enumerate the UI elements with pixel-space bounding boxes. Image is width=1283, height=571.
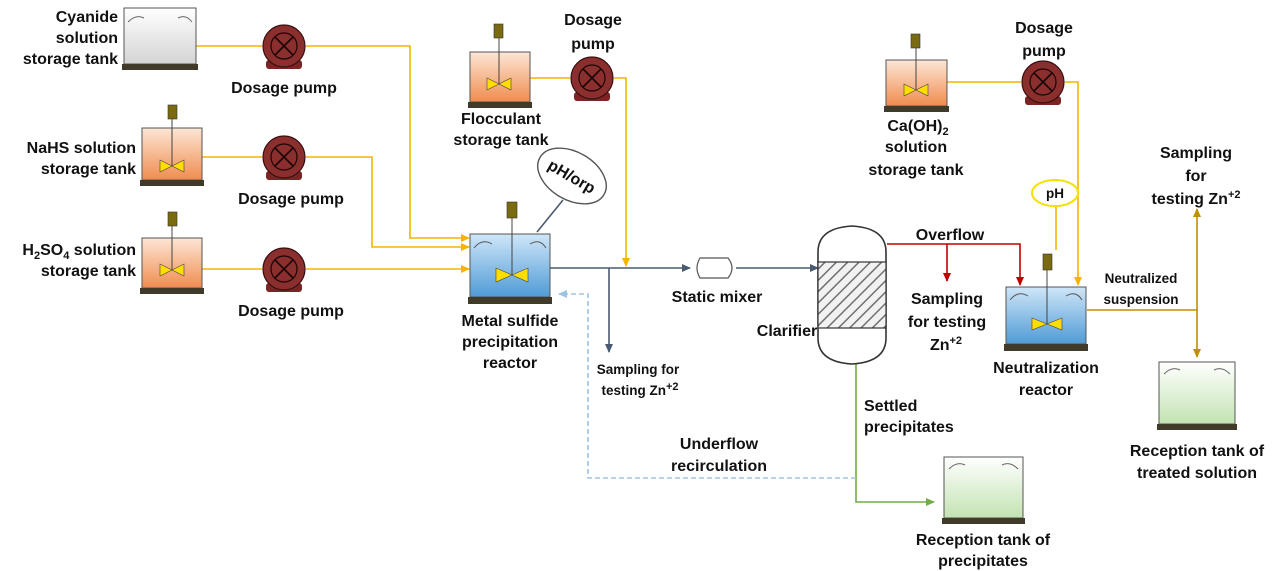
sampling-3-label-3: testing Zn+2 xyxy=(1152,189,1241,208)
flow-lines xyxy=(196,45,1201,506)
h2so4-tank-label-1: H2SO4 solution xyxy=(22,242,136,262)
caoh2-tank-label-1: Ca(OH)2 xyxy=(887,118,948,138)
caoh2-storage-tank xyxy=(884,33,949,112)
dosage-pump-h2so4 xyxy=(262,247,306,292)
ph-orp-connector xyxy=(536,199,564,233)
dosage-pump-flocculant xyxy=(570,56,614,101)
reception-tank-precipitates xyxy=(942,456,1025,524)
neutralized-suspension-label-2: suspension xyxy=(1103,292,1178,307)
neutralized-suspension-label-1: Neutralized xyxy=(1105,271,1178,286)
metal-reactor-label-2: precipitation xyxy=(462,334,558,351)
cyanide-storage-tank xyxy=(122,7,198,70)
static-mixer xyxy=(696,257,733,279)
underflow-label-1: Underflow xyxy=(680,436,759,453)
reception-tank-treated xyxy=(1157,361,1237,430)
nahs-flow-line xyxy=(202,156,469,247)
clarifier-label: Clarifier xyxy=(757,323,817,340)
flocculant-storage-tank xyxy=(468,23,532,108)
h2so4-storage-tank xyxy=(140,211,204,294)
caoh2-tank-label-2: solution xyxy=(885,139,947,156)
underflow-label-2: recirculation xyxy=(671,458,767,475)
cyanide-tank-label-1: Cyanide xyxy=(56,9,118,26)
ph-orp-sensor xyxy=(537,147,607,205)
caoh2-flow-line xyxy=(947,81,1078,285)
metal-reactor-label-3: reactor xyxy=(483,355,537,372)
dosage-pump-label-1: Dosage pump xyxy=(231,80,337,97)
dosage-pump-ca-label-2: pump xyxy=(1022,43,1066,60)
dosage-pump-floc-label-1: Dosage xyxy=(564,12,622,29)
dosage-pump-label-3: Dosage pump xyxy=(238,303,344,320)
sampling-2-label-2: for testing xyxy=(908,314,986,331)
nahs-tank-label-1: NaHS solution xyxy=(27,140,136,157)
settled-precipitates-label-2: precipitates xyxy=(864,419,954,436)
dosage-pump-floc-label-2: pump xyxy=(571,36,615,53)
cyanide-flow-line xyxy=(196,45,469,238)
metal-sulfide-reactor xyxy=(468,201,552,304)
neutralization-reactor-label-2: reactor xyxy=(1019,382,1073,399)
static-mixer-label: Static mixer xyxy=(672,289,763,306)
settled-precipitates-label-1: Settled xyxy=(864,398,917,415)
dosage-pump-cyanide xyxy=(262,24,306,69)
h2so4-tank-label-2: storage tank xyxy=(41,263,136,280)
underflow-recirculation-line xyxy=(558,290,856,479)
overflow-label: Overflow xyxy=(916,227,985,244)
reception-precipitates-label-1: Reception tank of xyxy=(916,532,1051,549)
reception-treated-label-1: Reception tank of xyxy=(1130,443,1265,460)
reception-treated-label-2: treated solution xyxy=(1137,465,1257,482)
dosage-pump-label-2: Dosage pump xyxy=(238,191,344,208)
sampling-1-label-2: testing Zn+2 xyxy=(601,381,678,398)
reception-precipitates-label-2: precipitates xyxy=(938,553,1028,570)
nahs-storage-tank xyxy=(140,104,204,186)
neutralization-reactor-label-1: Neutralization xyxy=(993,360,1099,377)
sampling-1-label-1: Sampling for xyxy=(597,362,680,377)
neutralization-reactor xyxy=(1004,253,1088,351)
ph-sensor xyxy=(1031,179,1079,207)
neutralized-suspension-line xyxy=(1087,309,1201,358)
ph-label: pH xyxy=(1046,186,1064,201)
dosage-pump-nahs xyxy=(262,135,306,180)
flocculant-tank-label-1: Flocculant xyxy=(461,111,542,128)
sampling-2-label-3: Zn+2 xyxy=(930,335,962,354)
flocculant-flow-line xyxy=(530,77,626,266)
dosage-pump-ca-label-1: Dosage xyxy=(1015,20,1073,37)
sampling-3-label-2: for xyxy=(1185,168,1206,185)
flocculant-tank-label-2: storage tank xyxy=(453,132,548,149)
dosage-pump-caoh2 xyxy=(1021,60,1065,105)
cyanide-tank-label-3: storage tank xyxy=(23,51,118,68)
sampling-3-label-1: Sampling xyxy=(1160,145,1232,162)
clarifier xyxy=(817,225,887,365)
overflow-line xyxy=(887,243,1024,286)
caoh2-tank-label-3: storage tank xyxy=(868,162,963,179)
cyanide-tank-label-2: solution xyxy=(56,30,118,47)
sampling-2-label-1: Sampling xyxy=(911,291,983,308)
settled-precipitates-line xyxy=(855,362,935,506)
metal-reactor-label-1: Metal sulfide xyxy=(462,313,559,330)
nahs-tank-label-2: storage tank xyxy=(41,161,136,178)
